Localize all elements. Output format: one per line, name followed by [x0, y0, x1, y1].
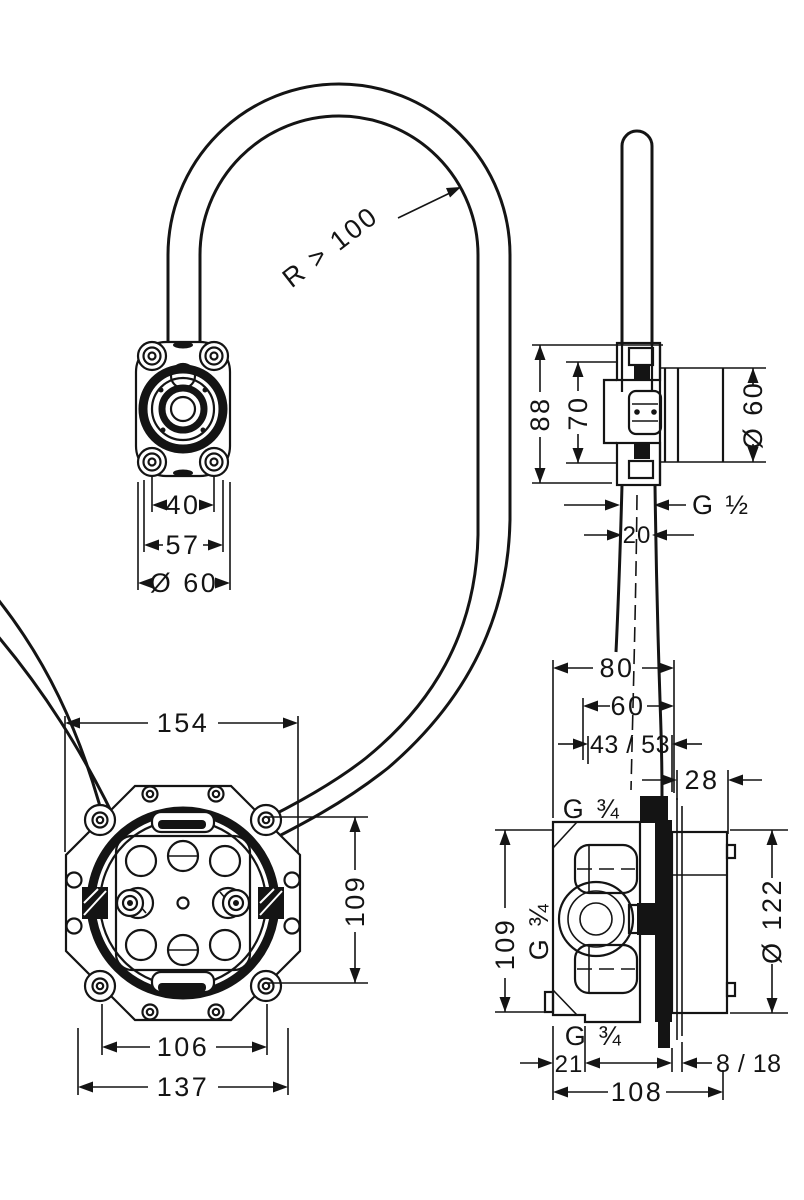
dimension-109-front: 109 [268, 816, 370, 984]
dim-60-label: 60 [610, 691, 645, 721]
dimension-8-18: 8 / 18 [657, 1042, 782, 1078]
ibox-mounting-plate [637, 796, 672, 1048]
dimension-154: 154 [64, 708, 299, 852]
outlet-screw-bosses [136, 340, 230, 478]
dimension-21: 21 [520, 1026, 658, 1100]
riser-pipe [620, 129, 654, 345]
dim-d60-label: Ø 60 [150, 568, 219, 598]
dim-70-label: 70 [563, 395, 593, 430]
dim-40-label: 40 [165, 490, 200, 520]
bend-radius-annotation: R > 100 [277, 187, 461, 293]
connection-hose-left [0, 599, 126, 846]
dimension-60: 60 [582, 691, 674, 760]
ibox-side-view: G ¾ G ¾ G ¾ 80 60 43 / 53 [490, 653, 788, 1107]
dimension-diameter-122: Ø 122 [730, 829, 788, 1014]
ibox-side-clamp-left [82, 887, 145, 919]
dim-d122-label: Ø 122 [757, 878, 787, 964]
ibox-corner-tabs [83, 803, 283, 1003]
wall-outlet-front-view: 40 57 Ø 60 [134, 340, 232, 598]
connection-hose-side [614, 484, 664, 797]
thread-g34-side-label: G ¾ [524, 902, 554, 961]
dimension-40: 40 [151, 476, 215, 520]
wall-outlet-side-view: 88 70 Ø 60 G ½ [525, 341, 768, 549]
dimension-106: 106 [101, 1004, 268, 1062]
dimension-108: 108 [553, 1070, 724, 1107]
dim-57-label: 57 [165, 530, 200, 560]
dimension-80: 80 [552, 653, 675, 818]
ibox-edge-screws [65, 785, 301, 1021]
dimension-137: 137 [77, 1028, 289, 1102]
dim-88-label: 88 [525, 396, 555, 431]
dimension-diameter-60: Ø 60 [137, 482, 231, 598]
dimension-43-53: 43 / 53 [558, 731, 702, 792]
dim-108-label: 108 [611, 1077, 664, 1107]
dim-43-53-label: 43 / 53 [590, 731, 670, 759]
outlet-center-port [138, 362, 228, 454]
dimension-88: 88 [525, 345, 555, 483]
thread-g12-label: G ½ [692, 490, 751, 520]
dim-109-side-label: 109 [490, 918, 520, 971]
thread-g34-top-label: G ¾ [563, 794, 622, 824]
dim-137-label: 137 [157, 1072, 210, 1102]
dim-d60-side-label: Ø 60 [738, 381, 768, 450]
ibox-side-clamp-right [221, 887, 284, 919]
thread-g34-bottom-label: G ¾ [565, 1021, 624, 1051]
dim-80-label: 80 [599, 653, 634, 683]
ibox-plaster-shield [670, 830, 737, 1015]
bend-radius-label: R > 100 [277, 200, 384, 293]
ibox-mount-slot-bottom [150, 970, 216, 994]
thread-g12-callout: G ½ [564, 490, 751, 520]
dimension-70: 70 [563, 361, 618, 464]
ibox-front-view: 154 109 106 137 [64, 708, 370, 1102]
dimension-20: 20 [584, 522, 694, 549]
ibox-mount-slot-top [150, 810, 216, 834]
dimension-109-side: 109 [490, 829, 552, 1013]
dimension-diameter-60-side: Ø 60 [738, 368, 768, 462]
dim-8-18-label: 8 / 18 [716, 1050, 782, 1078]
dimension-28: 28 [642, 765, 762, 834]
dimension-57: 57 [143, 480, 224, 560]
dim-28-label: 28 [684, 765, 719, 795]
dim-109-front-label: 109 [340, 875, 370, 928]
dim-21-label: 21 [555, 1051, 584, 1078]
dim-154-label: 154 [157, 708, 210, 738]
dim-106-label: 106 [157, 1032, 210, 1062]
hose-loop [166, 82, 512, 855]
